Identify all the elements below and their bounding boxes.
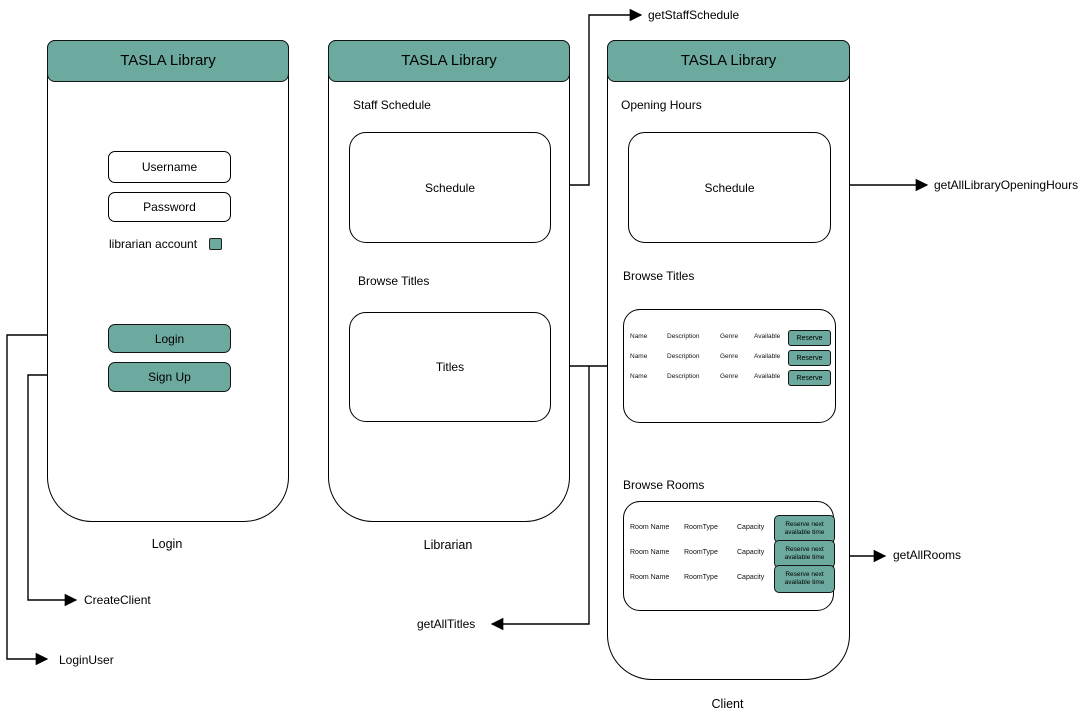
- app-title: TASLA Library: [401, 52, 497, 70]
- reserve-room-button[interactable]: Reserve next available time: [774, 515, 835, 543]
- staff-schedule-box[interactable]: Schedule: [349, 132, 551, 243]
- librarian-account-checkbox[interactable]: [209, 238, 223, 250]
- rooms-table: Room Name RoomType Capacity Reserve next…: [623, 501, 835, 611]
- password-input[interactable]: Password: [108, 192, 231, 222]
- app-title: TASLA Library: [680, 52, 777, 70]
- browse-rooms-label: Browse Rooms: [623, 478, 705, 492]
- title-name-cell: Name: [630, 353, 648, 360]
- edge-label-get-staff-schedule: getStaffSchedule: [648, 8, 740, 22]
- username-input[interactable]: Username: [108, 151, 231, 183]
- reserve-title-button[interactable]: Reserve: [788, 330, 831, 346]
- signup-button[interactable]: Sign Up: [108, 362, 231, 392]
- client-screen-header: TASLA Library: [606, 39, 851, 82]
- title-genre-cell: Genre: [720, 353, 739, 360]
- titles-box[interactable]: Titles: [349, 312, 551, 422]
- title-available-cell: Available: [754, 353, 781, 360]
- app-title: TASLA Library: [120, 52, 216, 70]
- title-description-cell: Description: [667, 333, 700, 340]
- titles-table-row: Name Description Genre Available Reserve: [624, 367, 835, 387]
- edge-label-get-all-rooms: getAllRooms: [893, 548, 962, 562]
- rooms-table-row: Room Name RoomType Capacity Reserve next…: [624, 565, 835, 593]
- title-available-cell: Available: [754, 373, 781, 380]
- reserve-room-button[interactable]: Reserve next available time: [774, 540, 835, 568]
- title-available-cell: Available: [754, 333, 781, 340]
- titles-table: Name Description Genre Available Reserve…: [623, 309, 836, 423]
- room-type-cell: RoomType: [684, 524, 718, 531]
- browse-titles-label: Browse Titles: [623, 269, 695, 283]
- title-description-cell: Description: [667, 353, 700, 360]
- login-screen-frame: TASLA Library Username Password libraria…: [46, 39, 290, 522]
- login-screen-caption: Login: [151, 537, 183, 551]
- librarian-account-row: librarian account: [109, 237, 223, 251]
- titles-table-row: Name Description Genre Available Reserve: [624, 327, 835, 347]
- title-genre-cell: Genre: [720, 373, 739, 380]
- titles-table-row: Name Description Genre Available Reserve: [624, 347, 835, 367]
- edge-label-get-all-library-opening-hours: getAllLibraryOpeningHours: [934, 178, 1079, 192]
- librarian-screen-header: TASLA Library: [327, 39, 571, 82]
- staff-schedule-label: Staff Schedule: [353, 98, 431, 112]
- room-type-cell: RoomType: [684, 549, 718, 556]
- room-capacity-cell: Capacity: [737, 549, 765, 556]
- login-button[interactable]: Login: [108, 324, 231, 353]
- title-name-cell: Name: [630, 333, 648, 340]
- librarian-screen-frame: TASLA Library Staff Schedule Schedule Br…: [327, 39, 571, 522]
- browse-titles-label: Browse Titles: [358, 274, 430, 288]
- rooms-table-row: Room Name RoomType Capacity Reserve next…: [624, 515, 835, 543]
- opening-hours-label: Opening Hours: [621, 98, 702, 112]
- title-name-cell: Name: [630, 373, 648, 380]
- reserve-title-button[interactable]: Reserve: [788, 350, 831, 366]
- title-genre-cell: Genre: [720, 333, 739, 340]
- room-capacity-cell: Capacity: [737, 524, 765, 531]
- reserve-room-button[interactable]: Reserve next available time: [774, 565, 835, 593]
- librarian-account-label: librarian account: [109, 237, 198, 251]
- room-name-cell: Room Name: [630, 574, 670, 581]
- rooms-table-row: Room Name RoomType Capacity Reserve next…: [624, 540, 835, 568]
- edge-label-login-user: LoginUser: [59, 653, 114, 667]
- reserve-title-button[interactable]: Reserve: [788, 370, 831, 386]
- room-type-cell: RoomType: [684, 574, 718, 581]
- room-name-cell: Room Name: [630, 524, 670, 531]
- edge-label-get-all-titles: getAllTitles: [417, 617, 476, 631]
- edge-label-create-client: CreateClient: [84, 593, 151, 607]
- login-screen-header: TASLA Library: [46, 39, 290, 82]
- room-name-cell: Room Name: [630, 549, 670, 556]
- client-screen-caption: Client: [711, 697, 744, 711]
- opening-hours-schedule-box[interactable]: Schedule: [628, 132, 831, 243]
- title-description-cell: Description: [667, 373, 700, 380]
- room-capacity-cell: Capacity: [737, 574, 765, 581]
- client-screen-frame: TASLA Library Opening Hours Schedule Bro…: [606, 39, 851, 680]
- librarian-screen-caption: Librarian: [423, 538, 473, 552]
